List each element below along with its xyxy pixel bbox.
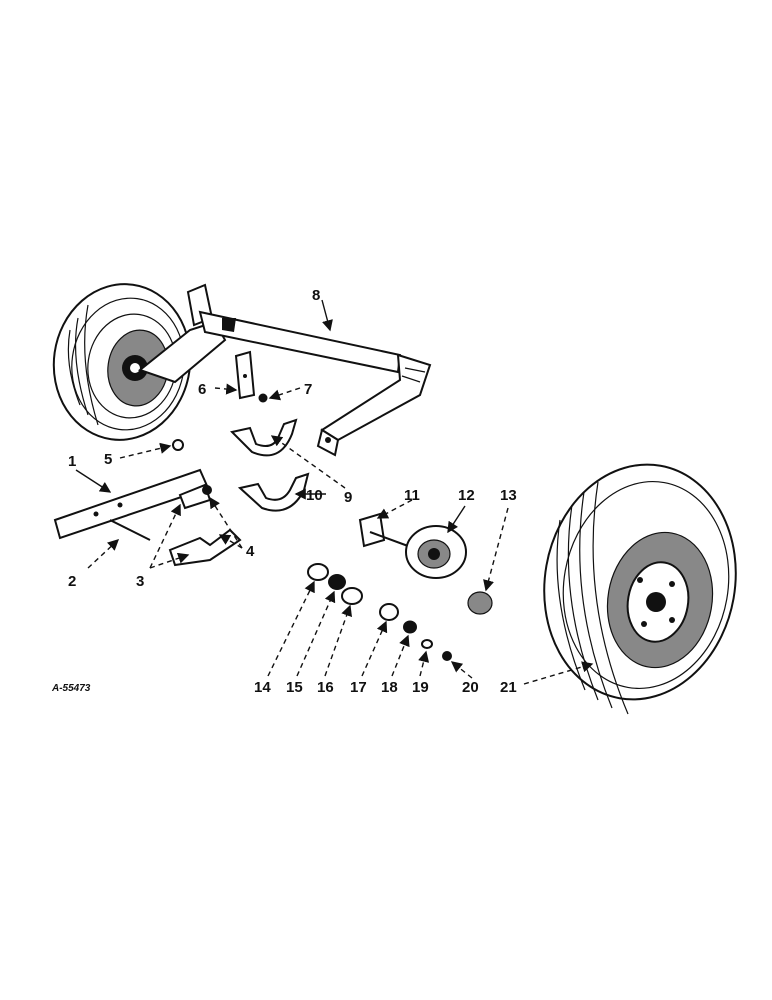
callout-3: 3 [136,573,144,590]
leader-lines [75,299,594,685]
part-16-cup [341,587,363,605]
part-18-bearing [403,620,417,634]
part-6-plate [234,350,256,400]
callout-19: 19 [412,679,429,696]
right-wheel-tire [543,463,737,715]
part-12-hub [405,525,467,579]
part-15-bearing [328,574,346,590]
callout-13: 13 [500,487,517,504]
callout-16: 16 [317,679,334,696]
part-7-nut [258,393,268,403]
part-19-washer [421,639,433,649]
callout-8: 8 [312,287,320,304]
part-5-bolt [172,439,184,451]
callout-labels: 1 2 3 4 5 6 7 8 9 10 11 12 13 14 15 16 1… [68,287,517,696]
callout-7: 7 [304,381,312,398]
axle-frame [137,283,432,457]
callout-18: 18 [381,679,398,696]
part-9-u-clamp [230,418,298,457]
part-14-seal [307,563,329,581]
part-17-cup [379,603,399,621]
callout-17: 17 [350,679,367,696]
part-13-cap [467,591,493,615]
callout-20: 20 [462,679,479,696]
callout-14: 14 [254,679,271,696]
callout-11: 11 [404,487,420,504]
callout-2: 2 [68,573,76,590]
callout-9: 9 [344,489,352,506]
part-2-pin [109,519,151,541]
part-11-spindle [358,512,409,548]
figure-id: A-55473 [51,683,91,694]
callout-12: 12 [458,487,475,504]
part-3-clamp [168,483,242,567]
callout-6: 6 [198,381,206,398]
callout-10: 10 [306,487,323,504]
callout-21: 21 [500,679,517,696]
callout-1: 1 [68,453,76,470]
callout-15: 15 [286,679,303,696]
left-wheel-tire [52,283,192,441]
part-4-nut [202,485,212,495]
part-10-u-clamp [237,472,310,512]
part-20-nut [442,651,452,661]
callout-5: 5 [104,451,112,468]
callout-4: 4 [246,543,255,560]
